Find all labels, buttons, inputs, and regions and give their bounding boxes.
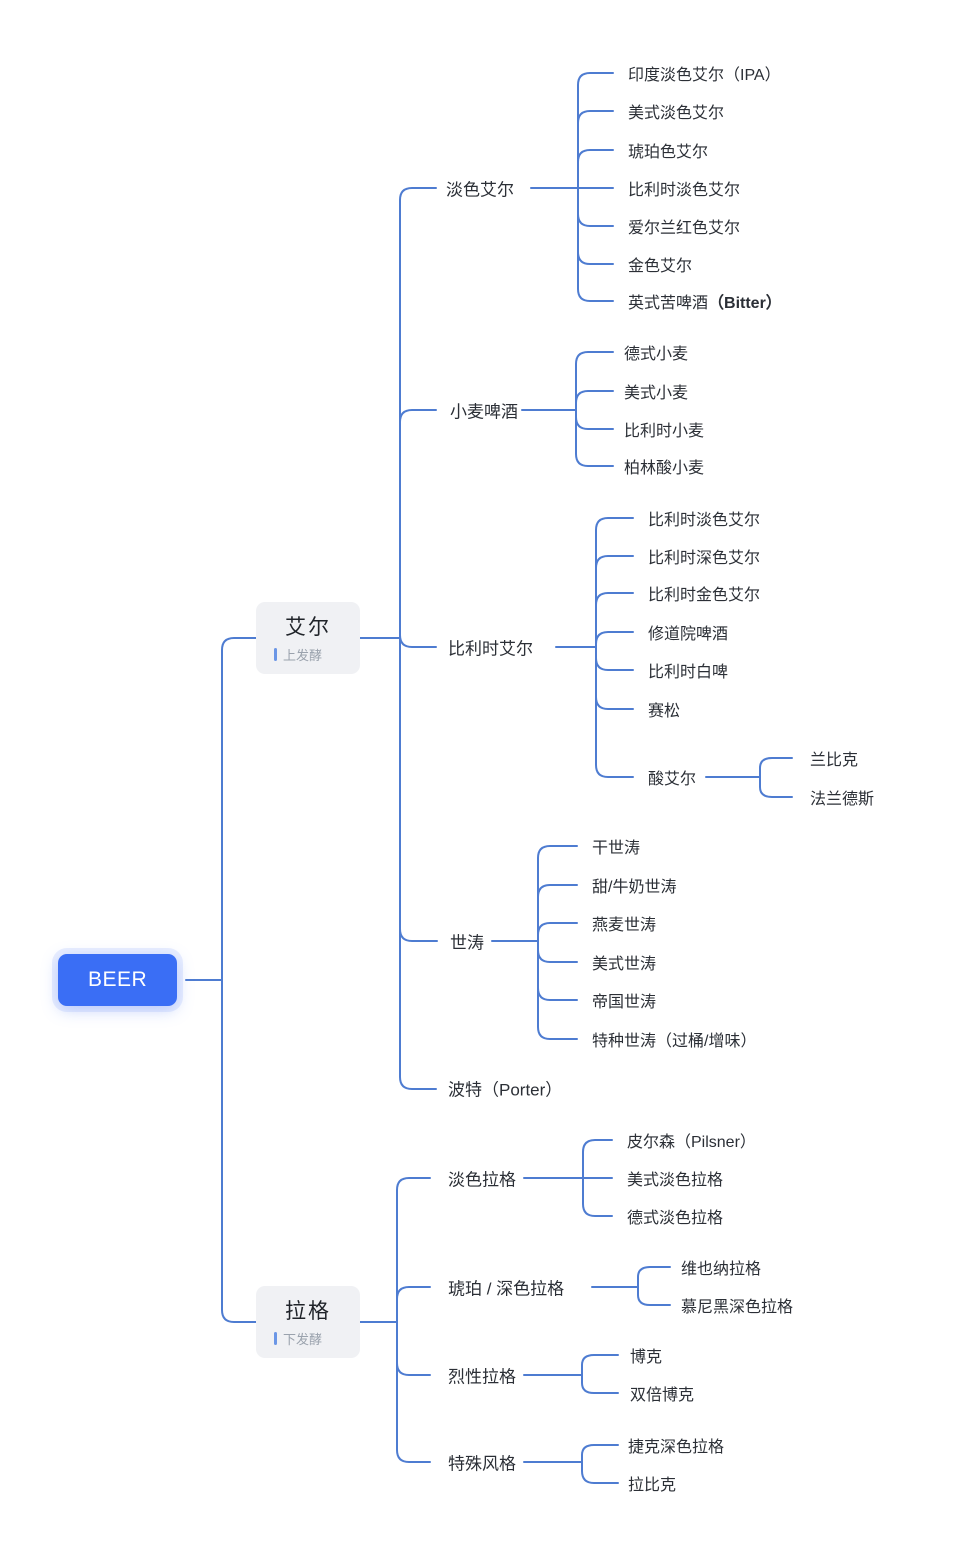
node-doppelbock[interactable]: 双倍博克 <box>630 1387 695 1404</box>
node-belgian-ale[interactable]: 比利时艾尔 <box>448 639 533 659</box>
connector-path <box>396 1362 431 1376</box>
node-pale-ale[interactable]: 淡色艾尔 <box>446 180 514 200</box>
node-golden-ale[interactable]: 金色艾尔 <box>628 258 693 275</box>
connector-path <box>221 637 401 1323</box>
node-german-wheat[interactable]: 德式小麦 <box>624 346 689 363</box>
node-american-wheat[interactable]: 美式小麦 <box>624 385 689 402</box>
connector-path <box>581 1444 619 1484</box>
connector-path <box>399 928 438 942</box>
connector-path <box>595 631 634 645</box>
node-lambic[interactable]: 兰比克 <box>810 752 859 769</box>
node-dry-stout[interactable]: 干世涛 <box>592 840 641 857</box>
node-irish-red-ale[interactable]: 爱尔兰红色艾尔 <box>628 220 741 237</box>
connector-path <box>577 72 614 302</box>
subtitle-text: 下发酵 <box>283 1332 323 1347</box>
node-saison[interactable]: 赛松 <box>648 703 681 720</box>
connector-path <box>537 922 578 936</box>
node-strong-lager[interactable]: 烈性拉格 <box>448 1367 516 1387</box>
node-bock[interactable]: 博克 <box>630 1349 663 1366</box>
connector-path <box>595 657 634 671</box>
node-belgian-golden[interactable]: 比利时金色艾尔 <box>648 587 761 604</box>
branch-title-ale: 艾尔 <box>285 616 331 639</box>
node-belgian-pale[interactable]: 比利时淡色艾尔 <box>648 512 761 529</box>
node-amber-dark-lager[interactable]: 琥珀 / 深色拉格 <box>448 1279 565 1299</box>
node-vienna-lager[interactable]: 维也纳拉格 <box>681 1261 762 1278</box>
connector-path <box>577 110 614 124</box>
connector-path <box>399 634 437 648</box>
node-belgian-wit[interactable]: 比利时白啤 <box>648 664 729 681</box>
connector-path <box>759 757 793 798</box>
node-specialty-stout[interactable]: 特种世涛（过桶/增味） <box>592 1033 757 1050</box>
node-bitter[interactable]: 英式苦啤酒（Bitter） <box>628 289 782 313</box>
node-berliner-weisse[interactable]: 柏林酸小麦 <box>624 460 705 477</box>
node-amber-ale[interactable]: 琥珀色艾尔 <box>628 144 709 161</box>
node-american-pale-lager[interactable]: 美式淡色拉格 <box>627 1172 724 1189</box>
connector-path <box>399 409 437 423</box>
leaf-label: 英式苦啤酒 <box>628 295 709 312</box>
node-sour-ale[interactable]: 酸艾尔 <box>648 771 697 788</box>
node-wheat-beer[interactable]: 小麦啤酒 <box>450 402 518 422</box>
node-porter[interactable]: 波特（Porter） <box>448 1080 563 1100</box>
branch-subtitle-lager: 下发酵 <box>274 1329 342 1348</box>
connector-path <box>595 517 634 778</box>
connector-path <box>537 884 578 898</box>
branch-node-lager[interactable]: 拉格 下发酵 <box>256 1286 360 1358</box>
connector-path <box>575 351 614 467</box>
node-munich-dunkel[interactable]: 慕尼黑深色拉格 <box>681 1299 794 1316</box>
node-american-pale-ale[interactable]: 美式淡色艾尔 <box>628 105 725 122</box>
node-czech-dark-lager[interactable]: 捷克深色拉格 <box>628 1439 725 1456</box>
node-ipa[interactable]: 印度淡色艾尔（IPA） <box>628 67 781 84</box>
connector-path <box>575 416 614 430</box>
node-stout[interactable]: 世涛 <box>450 933 484 953</box>
branch-node-ale[interactable]: 艾尔 上发酵 <box>256 602 360 674</box>
leaf-label-bold: （Bitter） <box>708 295 782 312</box>
node-flanders[interactable]: 法兰德斯 <box>810 791 875 808</box>
connector-path <box>577 149 614 163</box>
node-belgian-dark[interactable]: 比利时深色艾尔 <box>648 550 761 567</box>
connector-path <box>537 845 578 1040</box>
connector-path <box>396 1286 431 1300</box>
node-oatmeal-stout[interactable]: 燕麦世涛 <box>592 917 657 934</box>
connector-path <box>595 555 634 569</box>
connector-path <box>595 592 634 606</box>
connector-path <box>581 1354 619 1394</box>
connector-path <box>595 696 634 710</box>
node-german-pale-lager[interactable]: 德式淡色拉格 <box>627 1210 724 1227</box>
subtitle-bar-icon <box>274 648 277 661</box>
node-belgian-pale-ale[interactable]: 比利时淡色艾尔 <box>628 182 741 199</box>
node-milk-stout[interactable]: 甜/牛奶世涛 <box>592 879 677 896</box>
connector-path <box>537 949 578 963</box>
connector-path <box>577 213 614 227</box>
branch-title-lager: 拉格 <box>285 1300 331 1323</box>
root-node-beer[interactable]: BEER <box>58 954 178 1006</box>
subtitle-text: 上发酵 <box>283 648 323 663</box>
node-american-stout[interactable]: 美式世涛 <box>592 956 657 973</box>
node-special-styles[interactable]: 特殊风格 <box>448 1454 516 1474</box>
node-rauchbier[interactable]: 拉比克 <box>628 1477 677 1494</box>
connector-path <box>575 390 614 404</box>
connector-path <box>577 251 614 265</box>
connector-path <box>537 987 578 1001</box>
node-pilsner[interactable]: 皮尔森（Pilsner） <box>627 1134 756 1151</box>
node-pale-lager[interactable]: 淡色拉格 <box>448 1170 516 1190</box>
node-trappist[interactable]: 修道院啤酒 <box>648 626 729 643</box>
subtitle-bar-icon <box>274 1332 277 1345</box>
node-belgian-wheat[interactable]: 比利时小麦 <box>624 423 705 440</box>
connector-path <box>582 1139 613 1217</box>
node-imperial-stout[interactable]: 帝国世涛 <box>592 994 657 1011</box>
connector-path <box>399 187 437 1090</box>
connector-path <box>396 1177 431 1463</box>
connector-path <box>637 1266 671 1306</box>
branch-subtitle-ale: 上发酵 <box>274 645 342 664</box>
